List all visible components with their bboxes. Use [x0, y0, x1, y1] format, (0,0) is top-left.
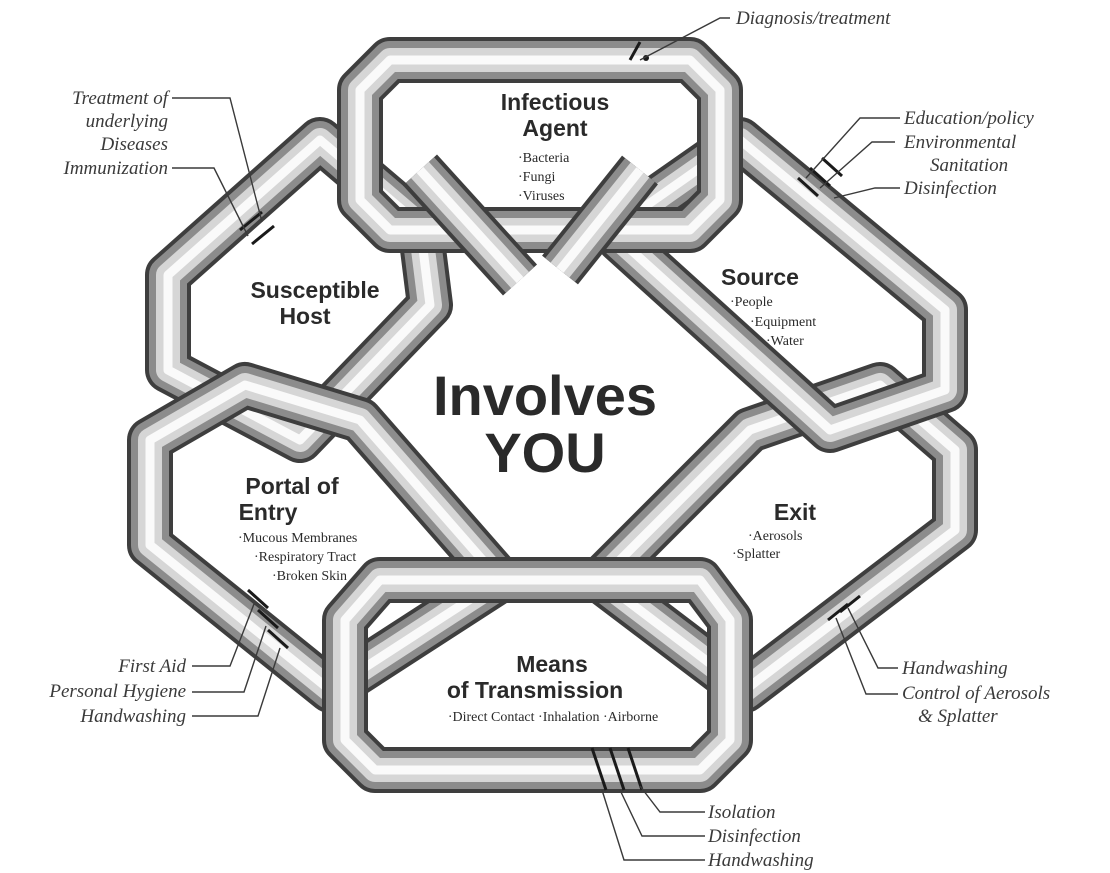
note-disinfection-transmission: Disinfection [707, 826, 801, 847]
interventions-exit: Handwashing Control of Aerosols & Splatt… [901, 658, 1050, 727]
note-and-splatter: & Splatter [918, 706, 998, 727]
source-item-3: ·Water [766, 334, 804, 349]
exit-item-2: ·Splatter [732, 547, 781, 562]
portal-of-entry-label: Portal of Entry ·Mucous Membranes ·Respi… [238, 473, 357, 584]
note-isolation: Isolation [707, 802, 776, 823]
note-education-policy: Education/policy [903, 108, 1034, 129]
chain-link-infectious-agent [337, 37, 743, 253]
transmission-title-1: Means [516, 651, 588, 677]
note-immunization: Immunization [63, 158, 169, 179]
note-diseases: Diseases [99, 134, 168, 155]
infectious-agent-title-2: Agent [522, 115, 588, 141]
note-handwashing-exit: Handwashing [901, 658, 1008, 679]
source-title: Source [721, 264, 799, 290]
source-item-2: ·Equipment [750, 315, 816, 330]
note-disinfection-source: Disinfection [903, 178, 997, 199]
note-sanitation: Sanitation [930, 155, 1008, 176]
means-of-transmission-label: Means of Transmission ·Direct Contact ·I… [447, 651, 658, 725]
portal-item-2: ·Respiratory Tract [254, 550, 356, 565]
note-personal-hygiene: Personal Hygiene [48, 681, 186, 702]
interventions-source: Education/policy Environmental Sanitatio… [903, 108, 1034, 199]
portal-title-1: Portal of [245, 473, 339, 499]
infectious-agent-item-2: ·Fungi [518, 170, 555, 185]
center-line-1: Involves [433, 364, 657, 427]
note-control-of-aerosols: Control of Aerosols [902, 683, 1050, 704]
susceptible-host-label: Susceptible Host [250, 277, 379, 329]
source-label: Source ·People ·Equipment ·Water [721, 264, 816, 349]
portal-title-2: Entry [239, 499, 298, 525]
host-title-2: Host [279, 303, 330, 329]
chain-link-means-of-transmission [322, 557, 753, 793]
portal-item-1: ·Mucous Membranes [238, 531, 357, 546]
transmission-items: ·Direct Contact ·Inhalation ·Airborne [448, 710, 658, 725]
host-title-1: Susceptible [250, 277, 379, 303]
center-line-2: YOU [484, 421, 605, 484]
exit-title: Exit [774, 499, 817, 525]
source-item-1: ·People [730, 295, 773, 310]
infectious-agent-item-1: ·Bacteria [518, 151, 570, 166]
infectious-agent-label: Infectious Agent ·Bacteria ·Fungi ·Virus… [501, 89, 610, 204]
infectious-agent-title-1: Infectious [501, 89, 610, 115]
chain-link-susceptible-host [145, 117, 453, 463]
exit-item-1: ·Aerosols [748, 529, 802, 544]
note-environmental: Environmental [903, 132, 1016, 153]
portal-item-3: ·Broken Skin [272, 569, 347, 584]
infectious-agent-item-3: ·Viruses [518, 189, 565, 204]
leader-lines [172, 17, 900, 861]
center-caption: Involves YOU [433, 364, 657, 484]
interventions-portal: First Aid Personal Hygiene Handwashing [48, 656, 186, 727]
note-treatment-of: Treatment of [72, 88, 171, 109]
chain-interlock-rods [402, 154, 658, 296]
exit-label: Exit ·Aerosols ·Splatter [732, 499, 816, 562]
note-first-aid: First Aid [117, 656, 186, 677]
interventions-transmission: Isolation Disinfection Handwashing [707, 802, 814, 871]
chain-links [127, 37, 978, 793]
note-diagnosis-treatment: Diagnosis/treatment [735, 8, 891, 29]
transmission-title-2: of Transmission [447, 677, 623, 703]
note-handwashing-transmission: Handwashing [707, 850, 814, 871]
chain-clamps [239, 41, 861, 791]
interventions-agent: Diagnosis/treatment [735, 8, 891, 29]
note-handwashing-portal: Handwashing [79, 706, 186, 727]
interventions-host: Treatment of underlying Diseases Immuniz… [63, 88, 171, 179]
note-underlying: underlying [86, 111, 168, 132]
